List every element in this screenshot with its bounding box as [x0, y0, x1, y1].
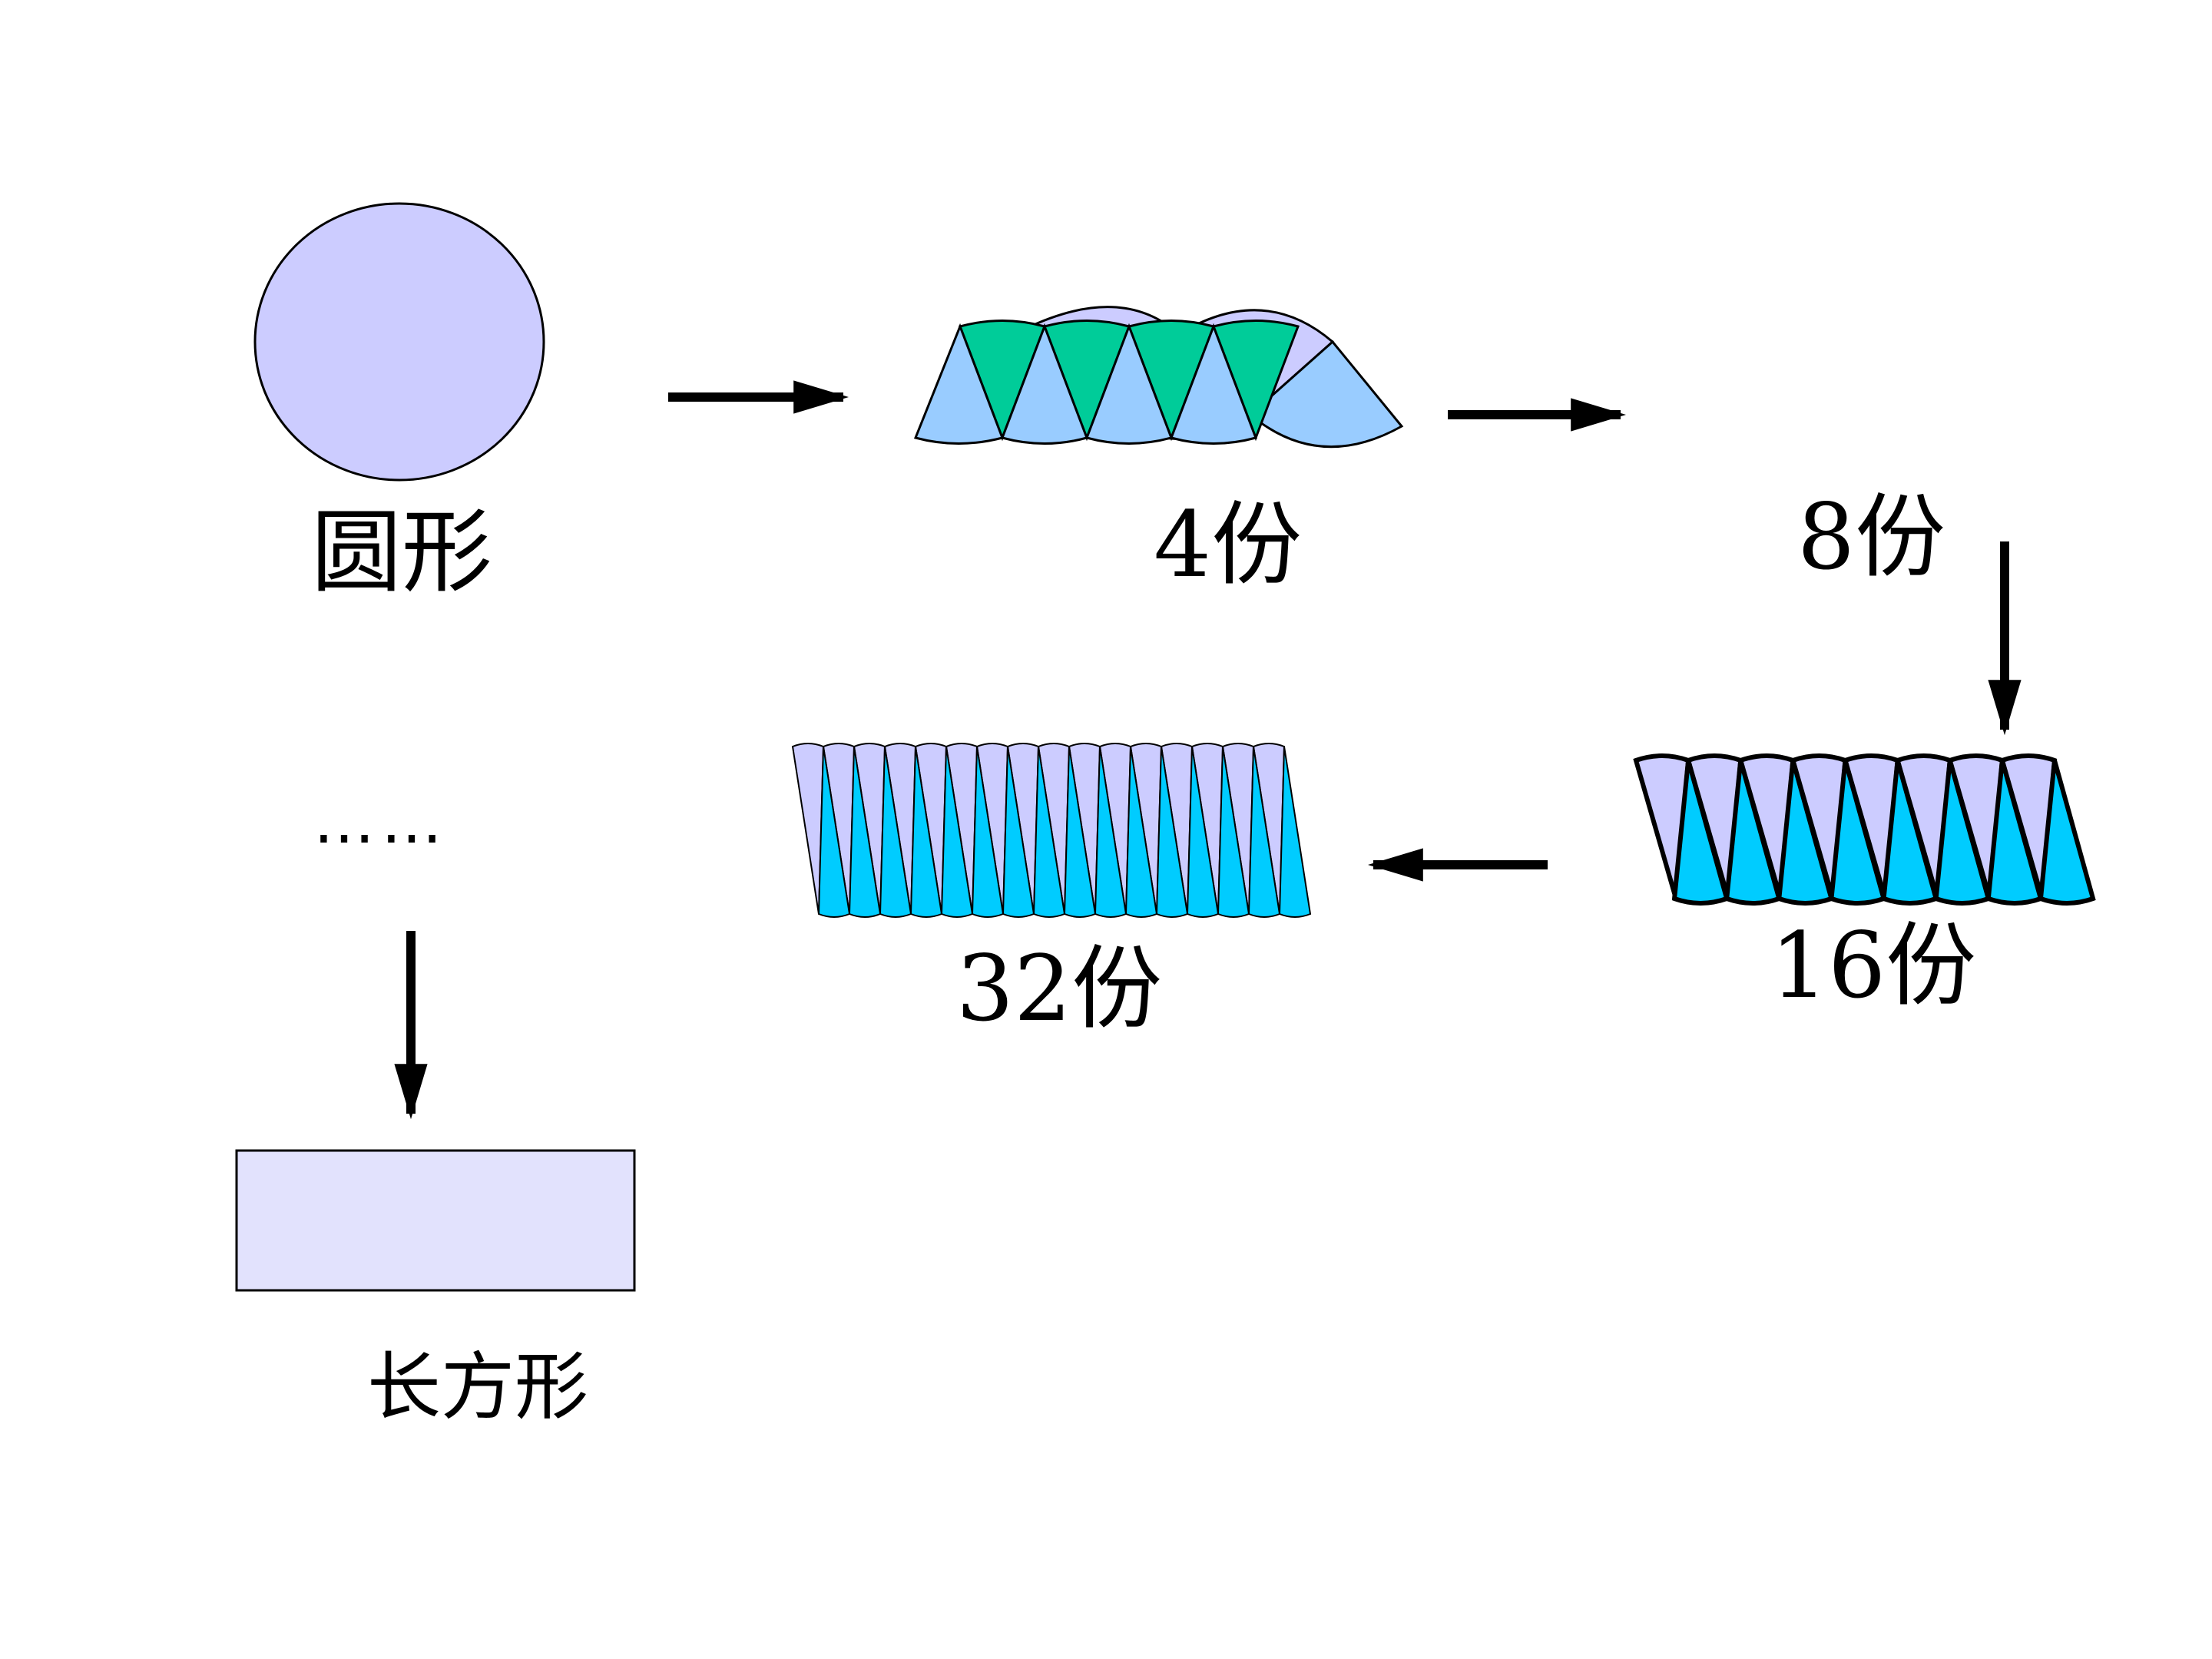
thirtytwo-parts-shape [791, 743, 1312, 918]
sector-down-16 [2038, 760, 2096, 906]
sixteen-parts-shape [1633, 753, 2096, 906]
rectangle-shape [235, 1149, 636, 1292]
label-eight-parts: 8份 [1797, 484, 1946, 590]
circle-shape [253, 202, 545, 482]
eight-parts-shape [913, 320, 1300, 445]
sector-down-32 [1278, 746, 1312, 918]
label-sixteen-parts: 16份 [1770, 912, 1977, 1018]
ellipsis: …… [313, 786, 449, 857]
label-thirtytwo-parts: 32份 [956, 935, 1163, 1041]
label-circle: 圆形 [311, 499, 493, 605]
label-four-parts: 4份 [1154, 492, 1303, 598]
label-rectangle: 长方形 [367, 1344, 588, 1430]
